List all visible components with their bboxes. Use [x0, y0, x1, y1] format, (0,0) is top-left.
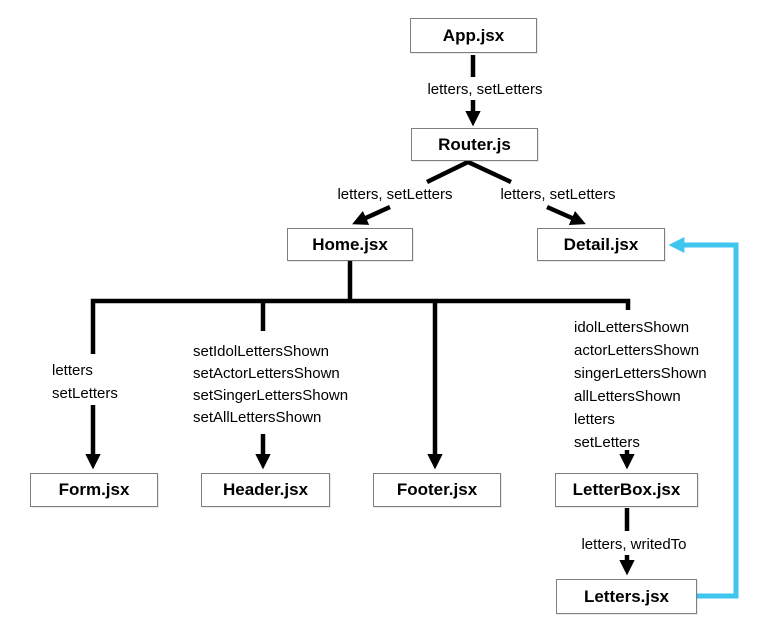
node-detail-label: Detail.jsx	[563, 234, 639, 254]
node-letters-label: Letters.jsx	[583, 586, 670, 606]
edge-label-line: setLetters	[52, 384, 118, 402]
edge-label-app-router: letters, setLetters	[427, 81, 543, 98]
edge-label-line: actorLettersShown	[574, 342, 700, 359]
node-detail: Detail.jsx	[537, 228, 665, 261]
edge-label-router-home: letters, setLetters	[337, 186, 453, 203]
node-home: Home.jsx	[287, 228, 413, 261]
node-footer: Footer.jsx	[373, 473, 501, 507]
edge-router-split	[426, 159, 512, 185]
edge-label-line: setIdolLettersShown	[193, 343, 329, 360]
node-letterbox-label: LetterBox.jsx	[572, 480, 681, 499]
node-app-label: App.jsx	[442, 25, 505, 45]
edge-label-line: allLettersShown	[574, 388, 681, 405]
node-router-label: Router.js	[438, 134, 511, 154]
edge-label-line: setSingerLettersShown	[193, 387, 349, 404]
edge-label-line: singerLettersShown	[574, 365, 707, 382]
edge-label-home-form: letters setLetters	[52, 360, 118, 405]
edge-label-line: setAllLettersShown	[193, 409, 322, 426]
edge-label-home-header: setIdolLettersShown setActorLettersShown…	[193, 341, 348, 429]
edge-router-home-arrow	[352, 204, 391, 225]
node-header: Header.jsx	[201, 473, 330, 507]
node-router: Router.js	[411, 128, 538, 161]
edge-router-detail-arrow	[546, 204, 586, 225]
edge-label-home-letterbox: idolLettersShown actorLettersShown singe…	[574, 316, 707, 454]
edge-label-line: setLetters	[574, 434, 640, 451]
edge-letters-detail-feedback	[668, 236, 739, 599]
node-letterbox: LetterBox.jsx	[555, 473, 698, 507]
node-app: App.jsx	[410, 18, 537, 53]
edge-label-line: letters	[574, 411, 615, 428]
node-footer-label: Footer.jsx	[396, 480, 478, 499]
edge-label-router-detail: letters, setLetters	[500, 186, 616, 203]
edge-label-letterbox-letters: letters, writedTo	[581, 536, 687, 553]
edge-label-line: setActorLettersShown	[193, 365, 340, 382]
edge-distribution-bar	[90, 298, 631, 354]
node-home-label: Home.jsx	[312, 234, 388, 254]
node-header-label: Header.jsx	[222, 480, 309, 499]
node-form: Form.jsx	[30, 473, 158, 507]
node-letters: Letters.jsx	[556, 579, 697, 614]
node-form-label: Form.jsx	[58, 480, 130, 499]
edge-label-line: idolLettersShown	[574, 319, 690, 336]
edge-label-line: letters	[52, 362, 93, 379]
